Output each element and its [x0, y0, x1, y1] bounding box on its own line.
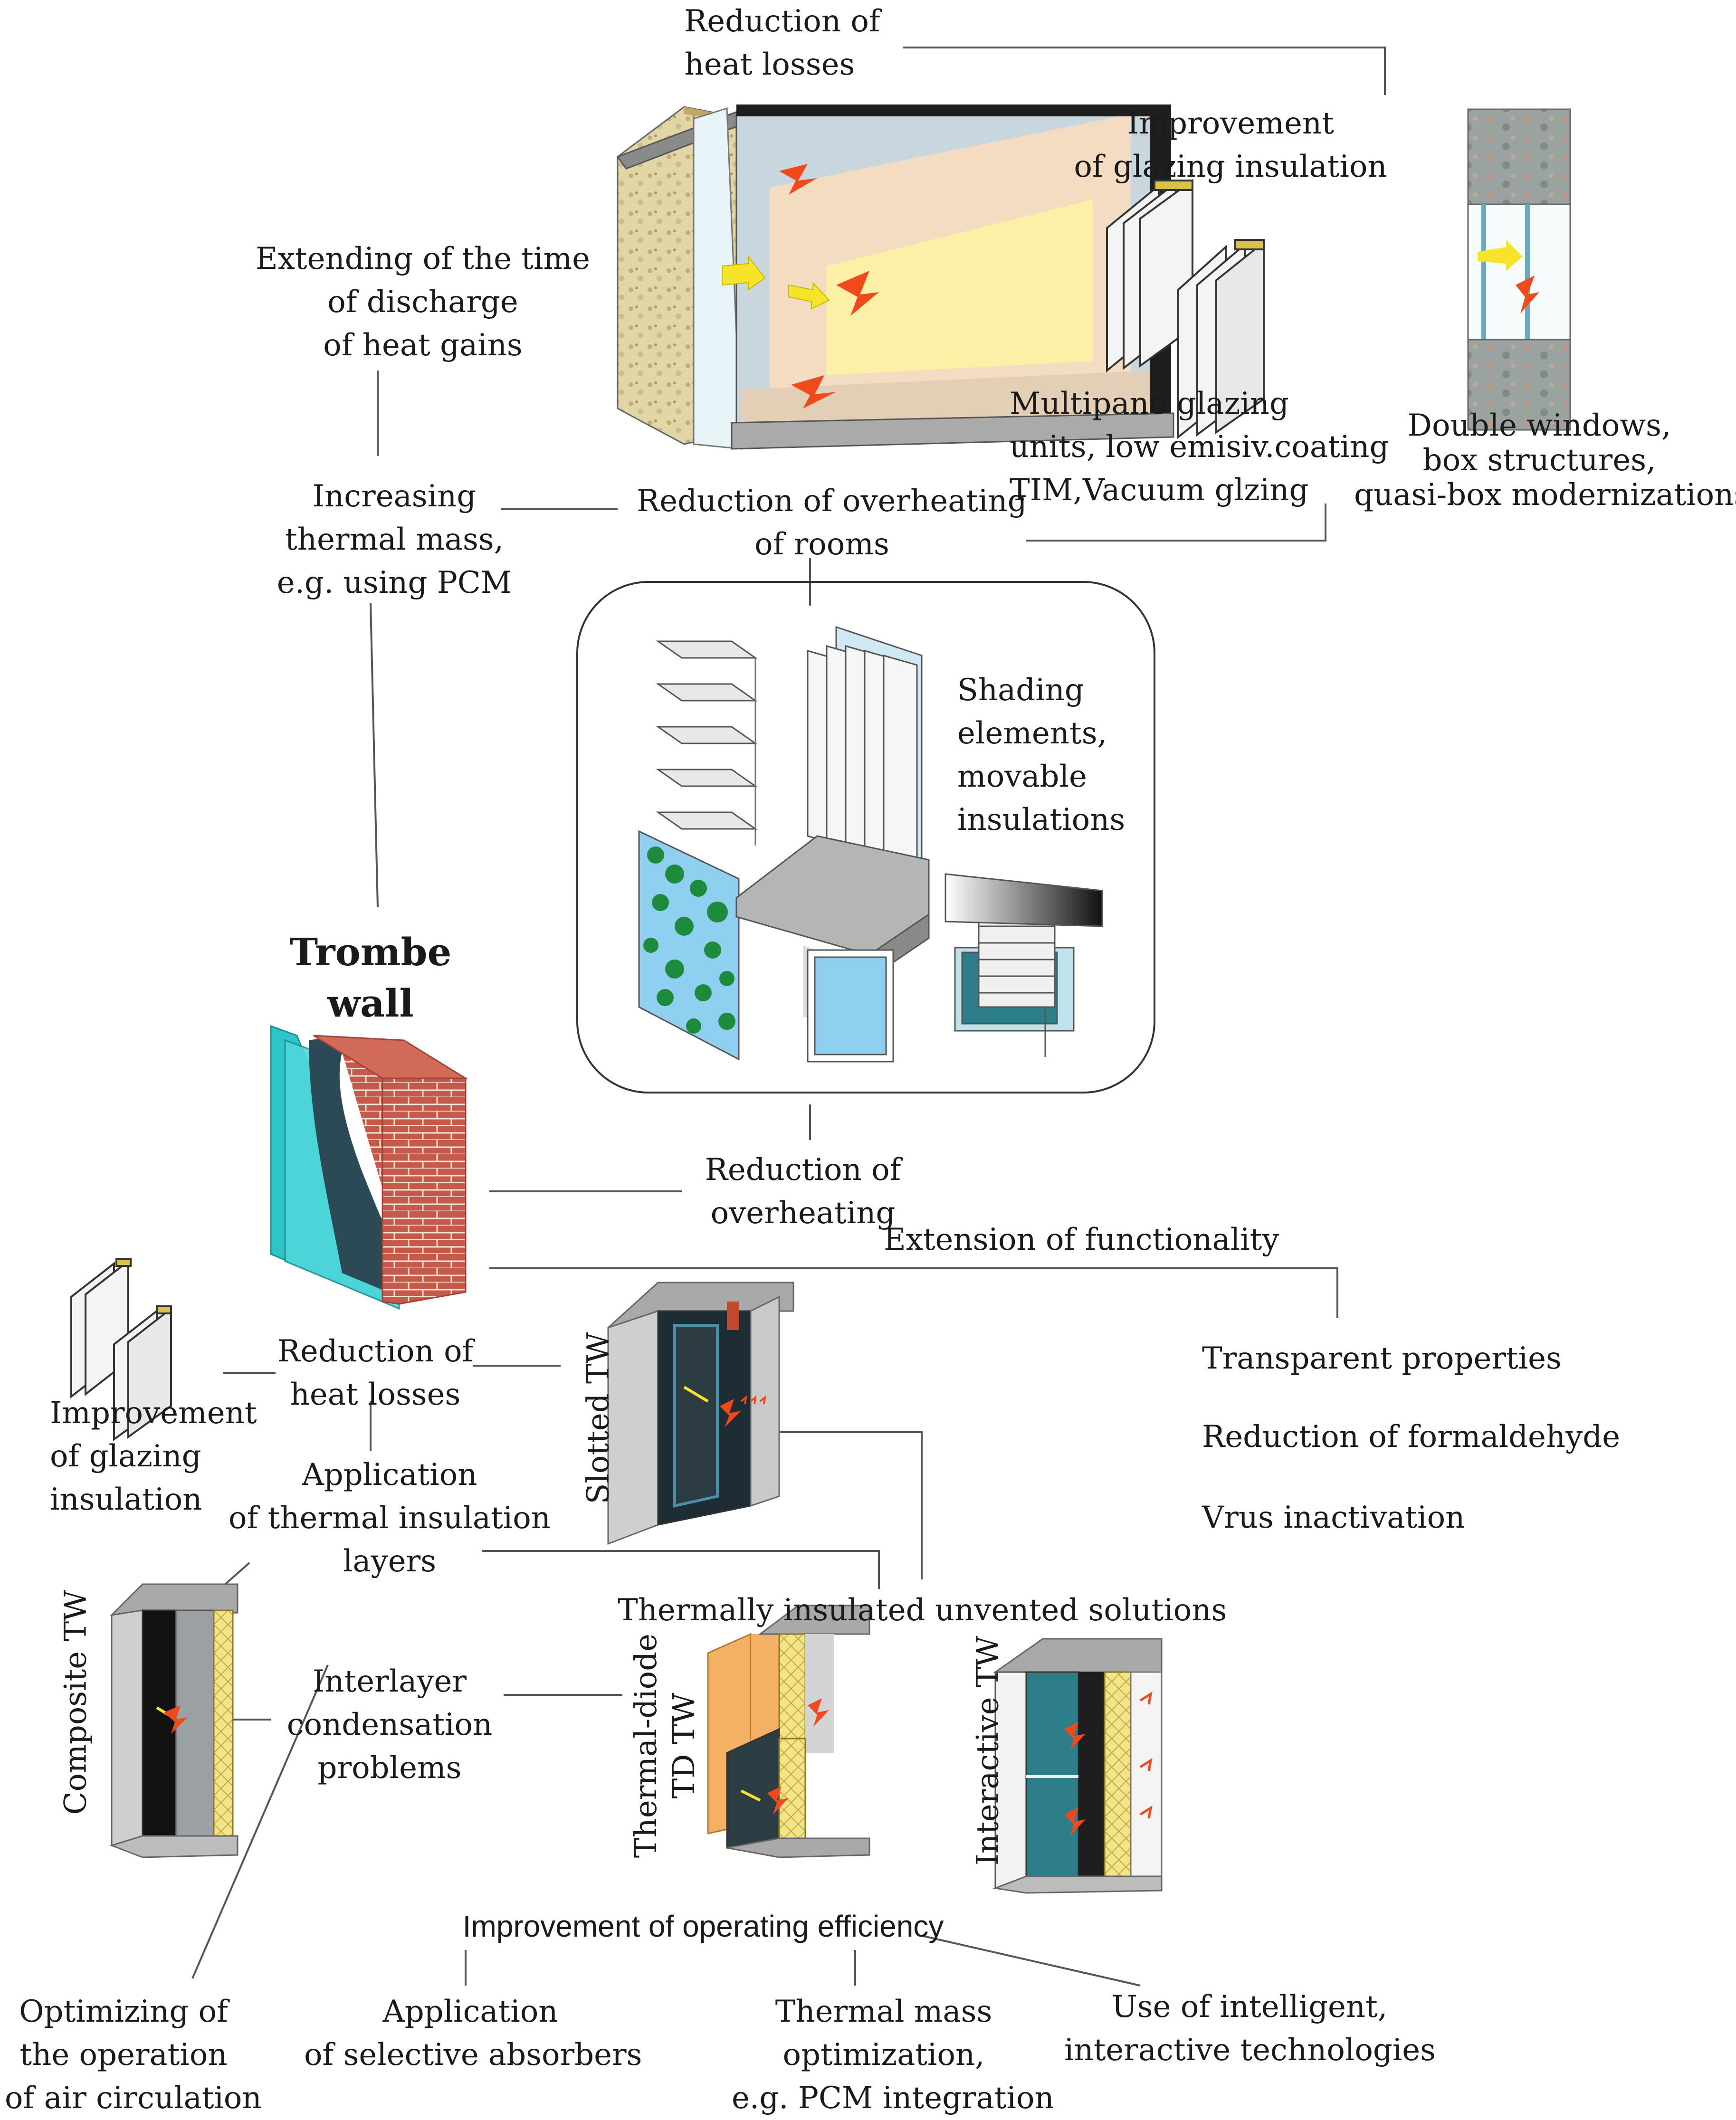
- trombe-wall-illustration: [270, 1025, 468, 1310]
- connector-increasing-trombe: [370, 603, 379, 908]
- connector-operating-optimizing: [191, 1664, 329, 1979]
- green-facade-illustration: [638, 830, 740, 1061]
- glazing-units-left-illustration: [70, 1258, 172, 1441]
- slotted-tw-illustration: [607, 1282, 794, 1545]
- label-interactive-tw: Interactive TW: [970, 1635, 1006, 1866]
- label-intelligent: Use of intelligent,interactive technolog…: [1064, 1989, 1436, 2068]
- label-extension-functionality: Extension of functionality: [884, 1222, 1279, 1257]
- louver-shading-illustration: [656, 640, 758, 846]
- label-composite-tw: Composite TW: [58, 1590, 94, 1815]
- connector-slotted-unvented: [779, 1431, 923, 1579]
- double-window-section-illustration: [1467, 108, 1571, 431]
- connector-rooms-multipane: [1026, 504, 1326, 542]
- room-cutaway-illustration: [616, 105, 1174, 450]
- vertical-blinds-illustration: [807, 626, 923, 866]
- label-transparent-properties: Transparent properties: [1202, 1341, 1562, 1376]
- connector-trombe-functionality: [489, 1267, 1338, 1318]
- roller-shutter-illustration: [944, 873, 1103, 1057]
- label-virus-inactivation: Vrus inactivation: [1202, 1500, 1465, 1535]
- thermal-diode-tw-illustration: [707, 1605, 870, 1858]
- label-slotted-tw: Slotted TW: [581, 1332, 616, 1504]
- label-improvement-operating: Improvement of operating efficiency: [462, 1909, 944, 1943]
- glazing-units-top-illustration: [1106, 179, 1265, 439]
- composite-tw-illustration: [109, 1583, 238, 1858]
- awning-illustration: [735, 835, 930, 1063]
- connector-operating-intelligent: [921, 1935, 1141, 1987]
- connector-heat-losses-top: [903, 47, 1386, 95]
- connector-application-unvented: [482, 1550, 880, 1589]
- interactive-tw-illustration: [992, 1638, 1163, 1894]
- shading-frame: [576, 581, 1155, 1093]
- label-thermally-insulated: Thermally insulated unvented solutions: [618, 1593, 1227, 1628]
- label-reduction-formaldehyde: Reduction of formaldehyde: [1202, 1419, 1621, 1455]
- connector-lines: [191, 47, 1386, 1987]
- label-double-windows: Double windows,box structures,quasi-box …: [1354, 408, 1736, 513]
